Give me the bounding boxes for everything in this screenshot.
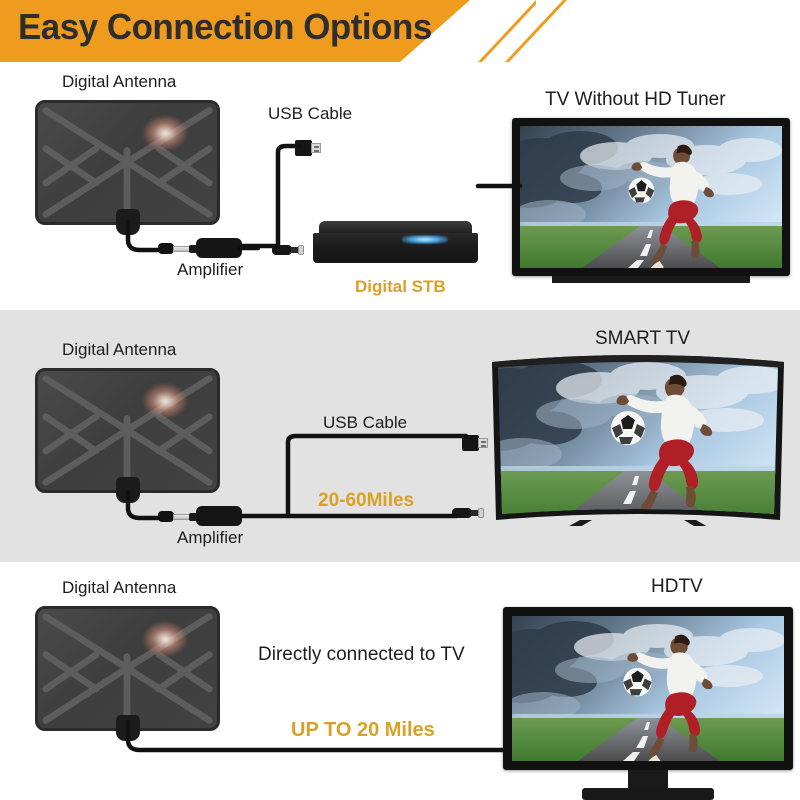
smart-tv-frame (492, 355, 784, 526)
digital-antenna-2 (35, 368, 220, 503)
antenna-label-2: Digital Antenna (62, 340, 177, 359)
antenna-connector-base-2 (115, 477, 140, 503)
hdtv (503, 607, 793, 800)
banner-background-shape (0, 0, 470, 62)
digital-antenna-1 (35, 100, 220, 235)
antenna-highlight-1 (142, 114, 189, 151)
amplifier-plug-2 (158, 511, 198, 522)
amplifier-box-1 (196, 238, 242, 258)
range-label-2: 20-60Miles (318, 490, 415, 511)
coax-connector-stb (272, 244, 306, 256)
range-label-3: UP TO 20 Miles (291, 719, 435, 741)
tv-label-2: SMART TV (595, 328, 691, 349)
digital-stb-device (313, 221, 478, 265)
panel-stb: Digital Antenna (0, 62, 800, 308)
tv-screen-1 (520, 126, 782, 268)
stb-led-indicator (402, 235, 449, 244)
banner-stripe-1 (478, 0, 536, 62)
antenna-connector-base-3 (115, 715, 140, 741)
usb-connector-2 (462, 435, 488, 451)
tv-label-1: TV Without HD Tuner (545, 89, 726, 110)
smart-tv (488, 354, 788, 526)
header-banner: Easy Connection Options (0, 0, 800, 62)
hdtv-stand-neck (628, 770, 668, 788)
amplifier-label-2: Amplifier (177, 528, 244, 547)
tv-without-hd-tuner (512, 118, 790, 283)
antenna-label-3: Digital Antenna (62, 578, 177, 597)
tv-label-3: HDTV (651, 576, 703, 597)
antenna-pattern-3 (42, 613, 213, 727)
page-title: Easy Connection Options (18, 6, 432, 47)
usb-cable-label-2: USB Cable (323, 413, 408, 432)
antenna-label-1: Digital Antenna (62, 72, 177, 91)
antenna-pattern-1 (42, 107, 213, 221)
amplifier-label-1: Amplifier (177, 260, 244, 279)
antenna-highlight-3 (142, 620, 189, 657)
amplifier-box-2 (196, 506, 242, 526)
tv-foot-left-1 (552, 276, 662, 283)
hdtv-stand-base (582, 788, 714, 800)
usb-connector-1 (295, 140, 321, 156)
banner-stripe-2 (505, 0, 567, 62)
digital-stb-label: Digital STB (355, 277, 446, 296)
panel-smart-tv: Digital Antenna (0, 310, 800, 562)
digital-antenna-3 (35, 606, 220, 741)
antenna-pattern-2 (42, 375, 213, 489)
amplifier-plug-1 (158, 243, 198, 254)
coax-connector-smart-tv (452, 507, 486, 519)
usb-cable-label-1: USB Cable (268, 104, 353, 123)
tv-foot-right-1 (640, 276, 750, 283)
tv-screen-3 (512, 616, 784, 761)
connection-note-3: Directly connected to TV (258, 644, 465, 665)
antenna-connector-base-1 (115, 209, 140, 235)
antenna-highlight-2 (142, 382, 189, 419)
panel-hdtv: Digital Antenna (0, 562, 800, 800)
